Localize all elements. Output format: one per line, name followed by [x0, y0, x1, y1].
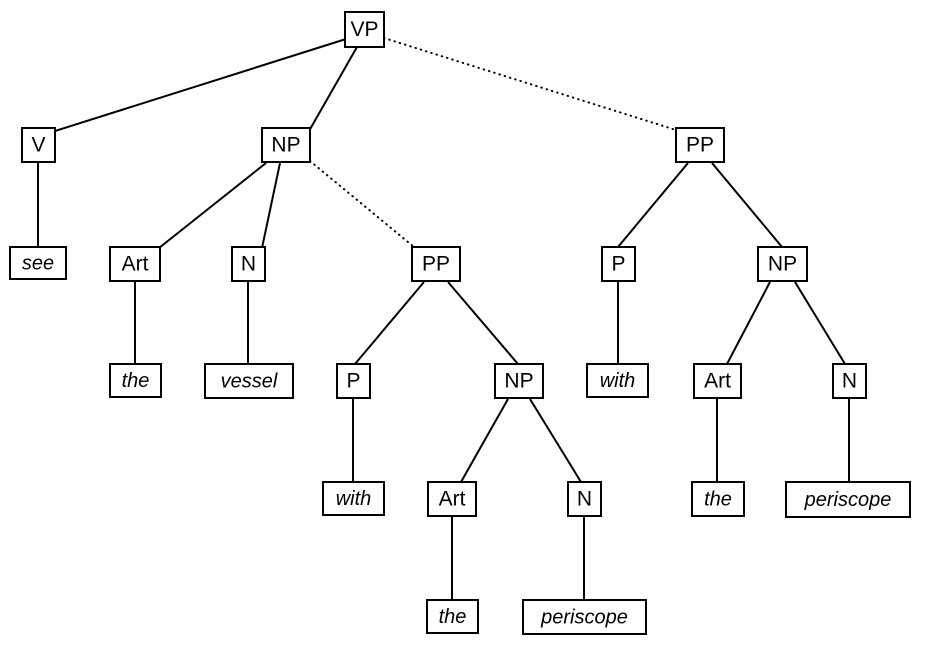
node-label-n1: N: [241, 253, 256, 276]
node-label-art1: Art: [122, 253, 149, 276]
node-box-art1: [109, 246, 161, 282]
node-box-p_right: [601, 246, 636, 282]
node-label-pp_right: PP: [686, 134, 714, 157]
category-node-n_r[interactable]: N: [832, 363, 867, 399]
tree-edge-pp_right-to-np_right: [711, 162, 783, 248]
node-label-the1: the: [122, 370, 150, 392]
node-box-see: [9, 246, 67, 280]
node-label-v: V: [31, 134, 45, 157]
node-label-with_r: with: [600, 370, 636, 392]
node-box-peri_m: [522, 599, 647, 635]
tree-edge-pp_mid-to-p_mid: [354, 281, 425, 365]
leaf-node-the_r[interactable]: the: [691, 481, 745, 517]
node-box-np_right: [757, 246, 808, 282]
category-node-art_m[interactable]: Art: [427, 481, 477, 517]
tree-edge-np_right-to-n_r: [794, 281, 846, 365]
tree-edge-vp-to-v: [54, 38, 347, 132]
node-box-np1: [261, 127, 311, 163]
node-box-art_m: [427, 481, 477, 517]
leaf-node-peri_r[interactable]: periscope: [785, 481, 911, 518]
tree-edge-np_mid-to-art_m: [460, 398, 509, 483]
category-node-vp[interactable]: VP: [344, 11, 385, 48]
node-label-vp: VP: [350, 18, 378, 41]
category-node-p_right[interactable]: P: [601, 246, 636, 282]
node-box-n_m: [567, 481, 602, 517]
node-box-vessel: [204, 363, 294, 399]
node-label-pp_mid: PP: [422, 253, 450, 276]
tree-edge-pp_right-to-p_right: [617, 162, 689, 248]
leaf-node-with_r[interactable]: with: [586, 363, 649, 398]
edge-layer: [37, 37, 850, 600]
node-box-pp_mid: [411, 246, 461, 282]
node-box-pp_right: [675, 127, 725, 163]
node-label-art_r: Art: [704, 370, 731, 393]
node-label-peri_r: periscope: [804, 489, 892, 511]
node-label-np1: NP: [271, 134, 300, 157]
node-box-the_r: [691, 481, 745, 517]
node-label-see: see: [22, 252, 54, 274]
tree-edge-np1-to-art1: [158, 162, 267, 249]
node-box-n1: [231, 246, 266, 282]
tree-edge-np1-to-pp_mid: [309, 160, 415, 248]
node-box-art_r: [693, 363, 742, 399]
leaf-node-vessel[interactable]: vessel: [204, 363, 294, 399]
category-node-pp_mid[interactable]: PP: [411, 246, 461, 282]
node-box-vp: [344, 11, 385, 48]
category-node-n1[interactable]: N: [231, 246, 266, 282]
category-node-art1[interactable]: Art: [109, 246, 161, 282]
node-label-p_mid: P: [346, 370, 360, 393]
tree-edge-pp_mid-to-np_mid: [447, 281, 519, 365]
category-node-v[interactable]: V: [21, 127, 56, 163]
node-label-the_r: the: [704, 488, 732, 510]
leaf-node-see[interactable]: see: [9, 246, 67, 280]
node-label-n_m: N: [577, 488, 592, 511]
node-label-np_right: NP: [768, 253, 797, 276]
node-label-vessel: vessel: [221, 370, 278, 392]
category-node-np1[interactable]: NP: [261, 127, 311, 163]
category-node-np_right[interactable]: NP: [757, 246, 808, 282]
category-node-n_m[interactable]: N: [567, 481, 602, 517]
tree-edge-np1-to-n1: [261, 162, 281, 249]
leaf-node-with_m[interactable]: with: [322, 481, 385, 516]
node-box-with_r: [586, 363, 649, 398]
node-box-with_m: [322, 481, 385, 516]
category-node-pp_right[interactable]: PP: [675, 127, 725, 163]
node-box-n_r: [832, 363, 867, 399]
node-box-np_mid: [494, 363, 544, 399]
leaf-node-the1[interactable]: the: [109, 363, 162, 398]
category-node-art_r[interactable]: Art: [693, 363, 742, 399]
tree-edge-vp-to-pp_right: [383, 37, 677, 131]
node-label-n_r: N: [842, 370, 857, 393]
node-box-peri_r: [785, 481, 911, 518]
node-box-v: [21, 127, 56, 163]
node-box-the_m: [426, 599, 479, 634]
node-label-peri_m: periscope: [540, 606, 628, 628]
node-label-p_right: P: [611, 253, 625, 276]
node-label-np_mid: NP: [504, 370, 533, 393]
node-label-art_m: Art: [439, 488, 466, 511]
node-box-p_mid: [336, 363, 371, 399]
category-node-np_mid[interactable]: NP: [494, 363, 544, 399]
node-box-the1: [109, 363, 162, 398]
leaf-node-peri_m[interactable]: periscope: [522, 599, 647, 635]
node-label-with_m: with: [336, 488, 372, 510]
tree-edge-np_mid-to-n_m: [529, 398, 582, 483]
tree-edge-vp-to-np1: [308, 46, 358, 132]
tree-edge-np_right-to-art_r: [726, 281, 771, 365]
node-label-the_m: the: [439, 606, 467, 628]
leaf-node-the_m[interactable]: the: [426, 599, 479, 634]
category-node-p_mid[interactable]: P: [336, 363, 371, 399]
